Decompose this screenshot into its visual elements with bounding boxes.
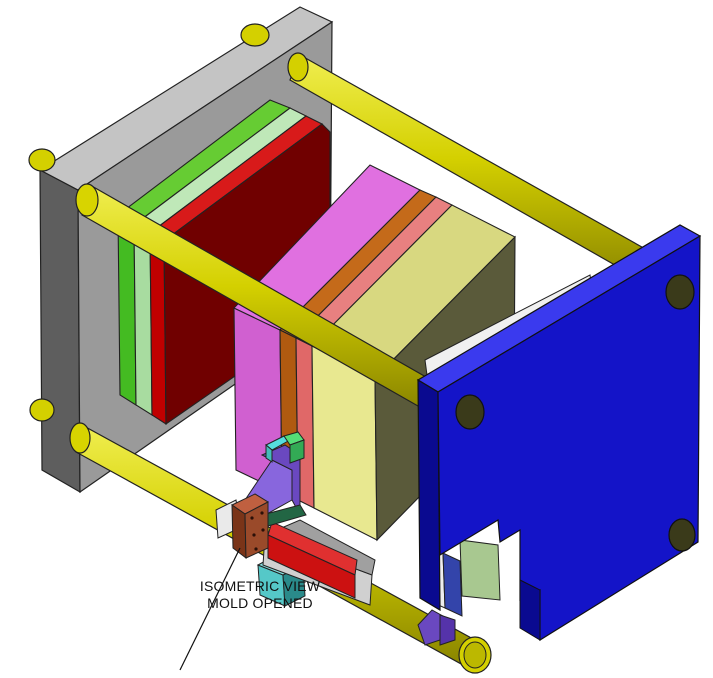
rear-rod-stubs bbox=[28, 23, 270, 422]
tie-bar-hole-upper-right bbox=[665, 274, 695, 310]
tie-bar-hole-upper-left bbox=[455, 394, 485, 430]
view-caption: ISOMETRIC VIEW MOLD OPENED bbox=[180, 578, 340, 612]
caption-line-1: ISOMETRIC VIEW bbox=[199, 578, 321, 594]
leader-line bbox=[179, 547, 241, 671]
caption-line-2: MOLD OPENED bbox=[207, 595, 313, 611]
moving-platen bbox=[416, 224, 702, 642]
slide-mechanism bbox=[215, 431, 456, 646]
tie-bar-hole-lower-right bbox=[668, 518, 696, 552]
